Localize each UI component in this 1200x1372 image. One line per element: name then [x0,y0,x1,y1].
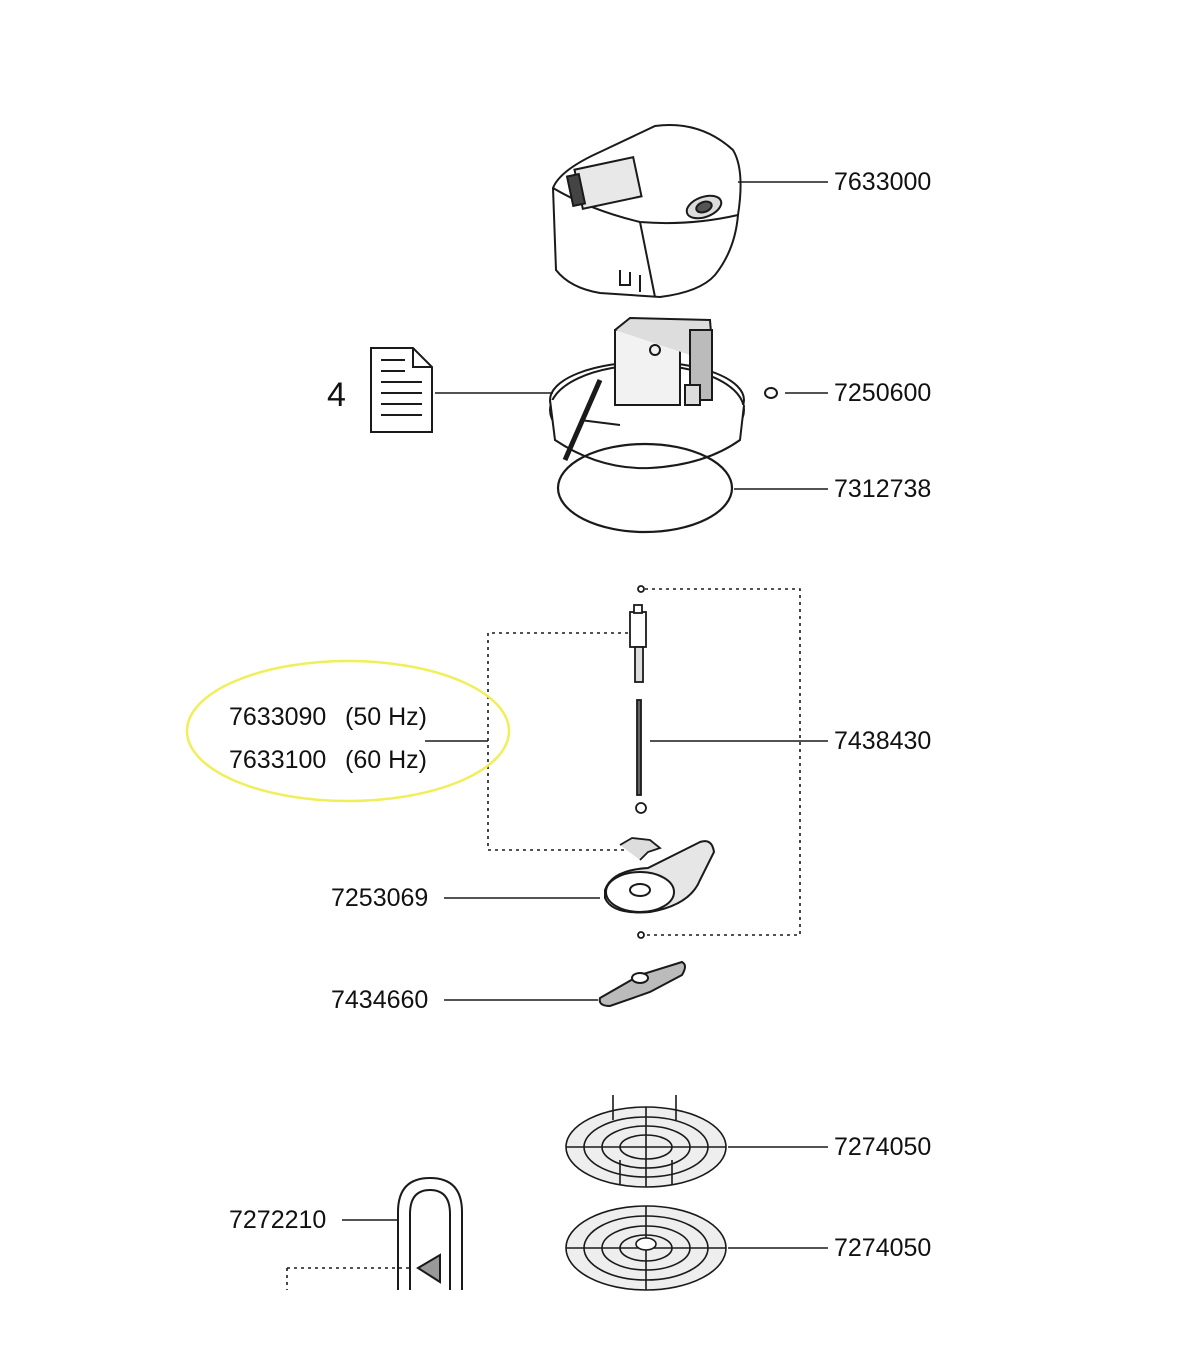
part-label-seal-ring: 7312738 [834,475,932,503]
part-label-cover: 7633000 [834,168,932,196]
shaft-assembly-drawing [619,585,662,939]
document-reference-number: 4 [327,376,346,414]
motor-variant-60hz-freq: (60 Hz) [345,746,427,774]
highlight-ellipse [185,659,511,803]
part-label-o-ring: 7250600 [834,379,932,407]
impeller-blade-drawing [598,960,686,1008]
motor-cover-drawing [551,124,742,299]
dotted-bracket-lines [286,588,801,1290]
motor-variant-50hz-freq: (50 Hz) [345,703,427,731]
impeller-bracket-drawing [604,840,716,914]
document-icon [370,347,433,433]
motor-variant-60hz-code: 7633100 [229,746,327,774]
grid-top-drawing [565,1095,727,1188]
o-ring-small-drawing [764,387,778,399]
part-label-impeller-blade: 7434660 [331,986,429,1014]
part-label-grid-bottom: 7274050 [834,1234,932,1262]
part-label-impeller-bracket: 7253069 [331,884,429,912]
part-label-tube: 7272210 [229,1206,327,1234]
part-label-grid-top: 7274050 [834,1133,932,1161]
motor-head-drawing [549,316,745,470]
grid-bottom-drawing [565,1205,727,1291]
seal-ring-drawing [556,442,734,534]
tube-drawing [397,1176,463,1290]
motor-variant-50hz-code: 7633090 [229,703,327,731]
part-label-shaft-assembly: 7438430 [834,727,932,755]
